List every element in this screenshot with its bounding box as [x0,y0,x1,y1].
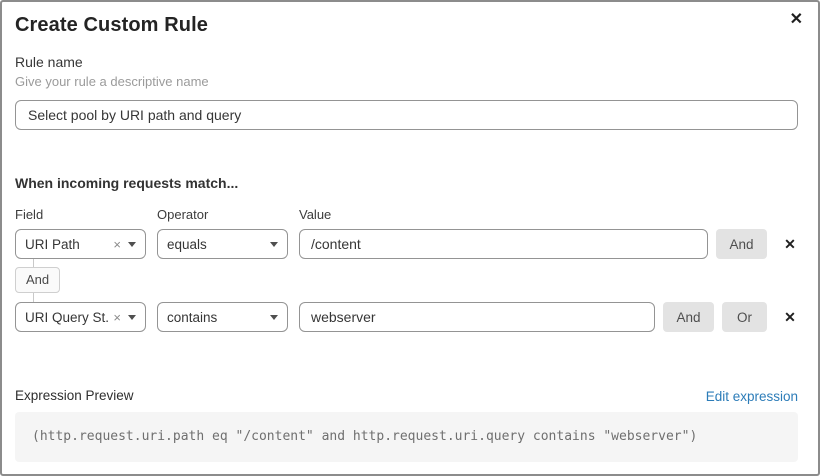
add-and-condition-button[interactable]: And [663,302,714,332]
add-and-condition-button[interactable]: And [716,229,767,259]
close-icon[interactable]: ✕ [786,7,807,33]
field-select[interactable]: URI Query St... × [15,302,146,332]
chevron-down-icon [128,241,136,247]
row-connector: And [15,259,798,302]
condition-row: URI Path × equals And ✕ [15,229,798,259]
value-input[interactable] [299,229,708,259]
value-input[interactable] [299,302,655,332]
rule-name-helper: Give your rule a descriptive name [15,74,209,89]
connector-and-badge: And [15,267,61,293]
builder-column-labels: Field Operator Value [15,207,798,222]
chevron-down-icon [128,314,136,320]
clear-selection-icon[interactable]: × [113,236,121,252]
chevron-down-icon [270,241,278,247]
field-column-label: Field [15,207,44,222]
clear-selection-icon[interactable]: × [113,309,121,325]
field-select[interactable]: URI Path × [15,229,146,259]
operator-select[interactable]: contains [157,302,288,332]
remove-row-icon[interactable]: ✕ [782,309,798,326]
operator-select-value: contains [167,309,218,325]
operator-column-label: Operator [157,207,209,222]
expression-preview-label: Expression Preview [15,388,134,403]
edit-expression-link[interactable]: Edit expression [705,388,798,404]
field-select-value: URI Query St... [25,309,110,325]
remove-row-icon[interactable]: ✕ [782,236,798,253]
add-or-condition-button[interactable]: Or [722,302,767,332]
chevron-down-icon [270,314,278,320]
connector-line [33,259,34,267]
dialog-title: Create Custom Rule [15,14,208,36]
operator-select[interactable]: equals [157,229,288,259]
operator-select-value: equals [167,236,207,252]
rule-name-label: Rule name [15,54,83,70]
match-heading: When incoming requests match... [15,175,239,191]
expression-code-preview: (http.request.uri.path eq "/content" and… [15,412,798,462]
value-column-label: Value [299,207,332,222]
field-select-value: URI Path [25,236,80,252]
rule-name-input[interactable] [15,100,798,130]
condition-row: URI Query St... × contains And Or ✕ [15,302,798,332]
connector-line [33,293,34,302]
expression-header: Expression Preview Edit expression [15,388,798,404]
